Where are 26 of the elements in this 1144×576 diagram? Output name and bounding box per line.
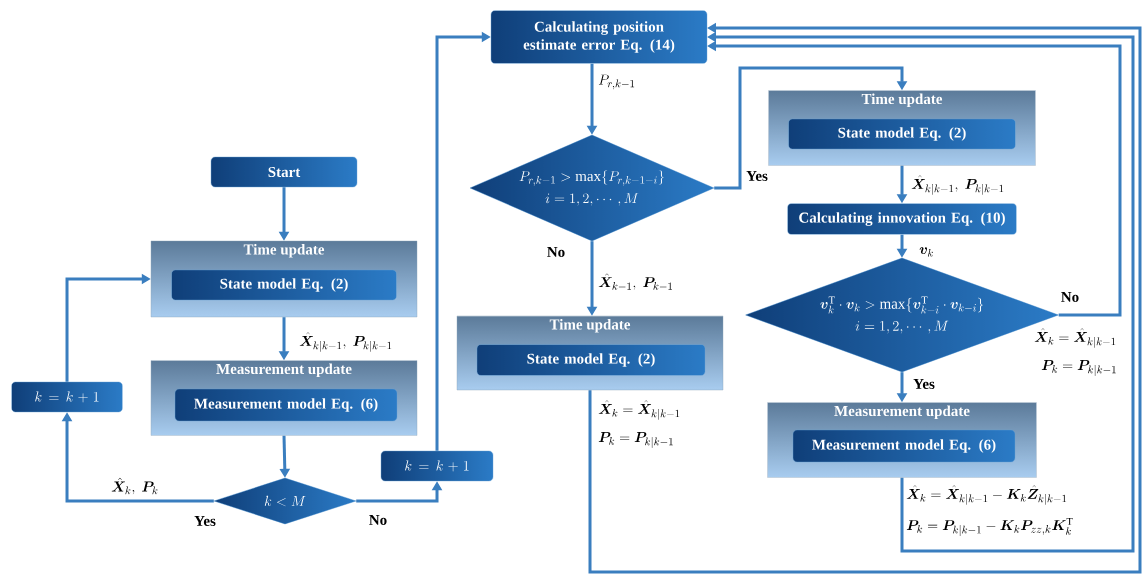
edge-label: Yes <box>912 378 936 390</box>
edge-label: No <box>1059 291 1081 303</box>
formula-label: $\hat{\boldsymbol{X}}_{k|k-1},\ \boldsymbol{P}_{k|k-1}$ <box>910 174 1006 196</box>
edge-label: No <box>545 246 567 258</box>
formula-label: $\hat{\boldsymbol{X}}_{k} = \hat{\boldsymbol{X}}_{k|k-1} - \boldsymbol{K}_{k}\hat{\boldsymbol{Z}}_{k|k-1}$ <box>905 484 1069 506</box>
process-box: $k = k + 1$ <box>11 381 123 413</box>
process-box: Calculating position estimate error Eq. (14) <box>490 10 708 64</box>
process-box: Measurement model Eq. (6) <box>792 429 1016 463</box>
formula-label: $\boldsymbol{P}_{k} = \boldsymbol{P}_{k|k-1} - \boldsymbol{K}_{k}\boldsymbol{P}_{zz,k}\boldsymbol{K}_{k}^{\mathrm{T}}$ <box>905 516 1075 538</box>
formula-label: $P_{r,k-1}$ <box>597 73 637 91</box>
edge-label: No <box>367 514 389 526</box>
formula-label: $\hat{\boldsymbol{X}}_{k} = \hat{\boldsymbol{X}}_{k|k-1}$ <box>597 399 682 421</box>
formula-label: $\hat{\boldsymbol{X}}_{k|k-1},\ \boldsymbol{P}_{k|k-1}$ <box>298 331 394 353</box>
formula-label: $\hat{\boldsymbol{X}}_{k-1},\ \boldsymbol{P}_{k-1}$ <box>597 272 675 292</box>
formula-label: $\boldsymbol{v}_{k}$ <box>918 246 935 258</box>
process-box: State model Eq. (2) <box>476 344 706 376</box>
process-box: State model Eq. (2) <box>171 269 397 301</box>
process-box: Start <box>210 156 358 188</box>
process-box: State model Eq. (2) <box>788 118 1016 150</box>
process-box: Calculating innovation Eq. (10) <box>787 203 1017 235</box>
edge-label: Yes <box>745 170 769 182</box>
process-box: $k = k + 1$ <box>380 450 494 482</box>
process-box: Measurement model Eq. (6) <box>174 388 398 422</box>
formula-label: $\boldsymbol{P}_{k} = \boldsymbol{P}_{k|k-1}$ <box>597 431 676 449</box>
formula-label: $\hat{\boldsymbol{X}}_{k},\ \boldsymbol{P}_{k}$ <box>110 476 160 496</box>
arrow <box>714 66 908 190</box>
